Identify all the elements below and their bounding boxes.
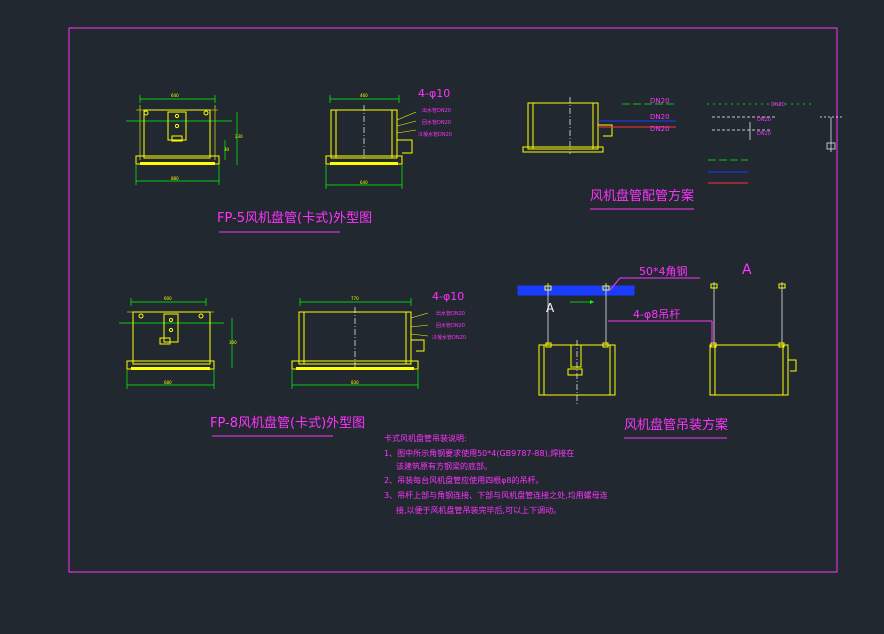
fp8-dim-top: 600: [164, 296, 172, 301]
angle-steel: [517, 285, 635, 296]
fp5-holes-label: 4-φ10: [418, 87, 450, 100]
fp5-plan-view: 640 880 30 230: [126, 93, 243, 185]
fp5-pipe-drain: 冷凝水管DN20: [418, 131, 452, 138]
hanging-section-a1: A: [742, 262, 752, 278]
fp5-front-view: 460 640 4-φ10 出水管DN20 回水管DN20 冷凝水管DN20: [325, 87, 452, 189]
fp5-dim-side: 30: [224, 147, 230, 152]
piping-legend-mid: DN20: [757, 117, 771, 123]
fp8-holes-label: 4-φ10: [432, 290, 464, 303]
fp8-dim-front-bottom: 830: [351, 380, 359, 385]
notes-line3: 3、吊杆上部与角钢连接、下部与风机盘管连接之处,均用螺母连: [384, 490, 608, 500]
hanging-rod-label: 4-φ8吊杆: [633, 307, 680, 321]
fp5-pipe-out: 出水管DN20: [422, 107, 451, 114]
fp8-front-view: 770 830 4-φ10 出水管DN20 回水管DN20 冷凝水管DN20: [291, 290, 466, 389]
notes-line1: 1、图中所示角钢要求使用50*4(GB9787-88),焊接在: [384, 448, 574, 458]
drawing-frame: [68, 27, 838, 573]
fp5-dim-side2: 230: [235, 134, 243, 139]
fp8-dim-side: 300: [229, 340, 237, 345]
piping-scheme: DN20 DN20 DN20 DN20 DN20 DN20: [522, 97, 842, 184]
hanging-a-marker: A: [546, 301, 555, 315]
notes-line1b: 该建筑原有方钢梁的底部。: [396, 461, 492, 471]
fp5-pipe-in: 回水管DN20: [422, 119, 451, 126]
piping-title: 风机盘管配管方案: [590, 188, 694, 204]
hanging-angle-steel-label: 50*4角钢: [639, 265, 688, 278]
notes-line3b: 接,以便于风机盘管吊装完毕后,可以上下调动。: [396, 505, 561, 515]
fp8-plan-view: 600 680 300: [119, 296, 237, 389]
piping-dn1: DN20: [650, 97, 670, 105]
piping-dn2: DN20: [650, 113, 670, 121]
fp5-dim-top: 640: [171, 93, 179, 98]
fp8-dim-front-top: 770: [351, 296, 359, 301]
fp5-dim-front-top: 460: [360, 93, 368, 98]
notes-block: 卡式风机盘管吊装说明: 1、图中所示角钢要求使用50*4(GB9787-88),…: [384, 433, 608, 515]
fp8-pipe-out: 出水管DN20: [436, 310, 465, 317]
fp8-title: FP-8风机盘管(卡式)外型图: [210, 415, 365, 431]
fp8-pipe-in: 回水管DN20: [436, 322, 465, 329]
fp8-pipe-drain: 冷凝水管DN20: [432, 334, 466, 341]
hanging-scheme: A 50*4角钢 4-φ8吊杆 A: [517, 262, 797, 406]
hanging-title: 风机盘管吊装方案: [624, 417, 728, 433]
notes-line2: 2、吊装每台风机盘管应使用四根φ8的吊杆。: [384, 475, 543, 485]
notes-heading: 卡式风机盘管吊装说明:: [384, 433, 467, 443]
piping-dn3: DN20: [650, 125, 670, 133]
fp8-dim-bottom: 680: [164, 380, 172, 385]
piping-legend-top: DN20: [771, 102, 785, 108]
piping-legend-bottom: DN20: [757, 131, 771, 137]
fp5-dim-bottom: 880: [171, 176, 179, 181]
fp5-dim-front-bottom: 640: [360, 180, 368, 185]
fp5-title: FP-5风机盘管(卡式)外型图: [217, 210, 372, 226]
